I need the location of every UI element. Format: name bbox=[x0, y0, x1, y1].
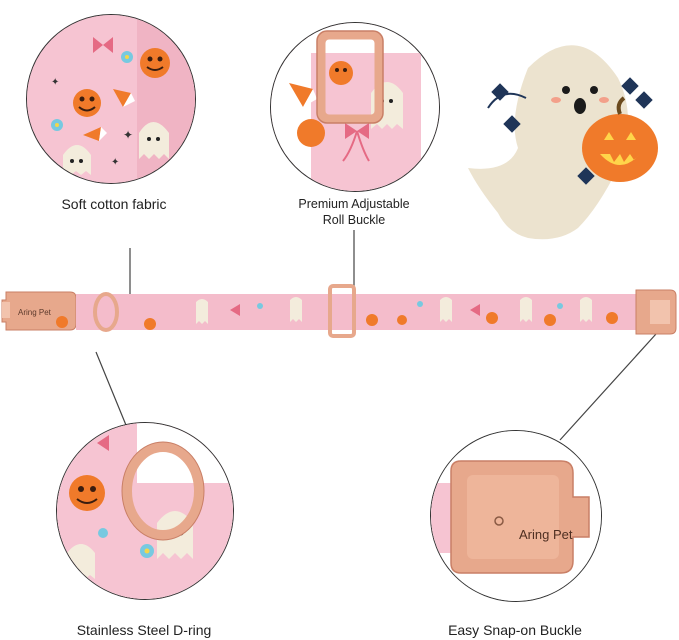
bow-icon bbox=[342, 123, 370, 162]
caption-d-ring: Stainless Steel D-ring bbox=[76, 622, 212, 638]
d-ring bbox=[122, 442, 204, 540]
roll-buckle-strip bbox=[328, 284, 356, 338]
d-ring bbox=[93, 292, 119, 332]
vine-icon bbox=[487, 77, 653, 185]
ghost-icon bbox=[139, 122, 169, 159]
ghost-illustration bbox=[468, 45, 658, 240]
flower-icon bbox=[51, 119, 63, 131]
roll-buckle-closeup-circle bbox=[270, 22, 440, 192]
flower-icon bbox=[98, 528, 108, 538]
star-icon: ✦ ✦ ✦ bbox=[51, 77, 133, 168]
flower-icon bbox=[140, 544, 154, 558]
caption-roll-buckle-line1: Premium Adjustable bbox=[298, 197, 410, 211]
pattern bbox=[56, 297, 618, 330]
caption-roll-buckle: Premium Adjustable Roll Buckle bbox=[290, 196, 418, 228]
svg-text:✦: ✦ bbox=[123, 128, 133, 142]
buckle-engraving: Aring Pet bbox=[519, 527, 573, 542]
ghost-icon bbox=[468, 45, 628, 240]
caption-snap-buckle: Easy Snap-on Buckle bbox=[448, 622, 582, 638]
pumpkin-icon bbox=[582, 96, 658, 182]
pumpkin-icon bbox=[69, 475, 105, 511]
pumpkin-icon bbox=[73, 89, 101, 117]
snap-buckle-right bbox=[635, 289, 677, 335]
candy-corn-icon bbox=[83, 127, 107, 141]
pumpkin-icon bbox=[140, 48, 170, 78]
pumpkin-icon bbox=[329, 61, 353, 85]
bow-icon bbox=[93, 37, 113, 53]
caption-roll-buckle-line2: Roll Buckle bbox=[322, 213, 386, 227]
flower-icon bbox=[121, 51, 133, 63]
candy-corn-icon bbox=[113, 89, 135, 107]
fabric-closeup-circle: ✦ ✦ ✦ bbox=[26, 14, 196, 184]
collar-engraving: Aring Pet bbox=[18, 308, 52, 317]
roll-buckle bbox=[316, 30, 384, 124]
pumpkin-icon bbox=[297, 119, 325, 147]
candy-corn-icon bbox=[289, 83, 317, 107]
svg-text:✦: ✦ bbox=[111, 157, 119, 168]
caption-soft-cotton: Soft cotton fabric bbox=[61, 196, 167, 212]
svg-text:✦: ✦ bbox=[51, 77, 59, 88]
collar-strip: Aring Pet bbox=[1, 284, 677, 338]
ghost-icon bbox=[63, 145, 91, 175]
d-ring-closeup-circle bbox=[56, 422, 234, 600]
snap-buckle-closeup-circle: Aring Pet bbox=[430, 430, 602, 602]
bow-icon bbox=[97, 435, 109, 451]
